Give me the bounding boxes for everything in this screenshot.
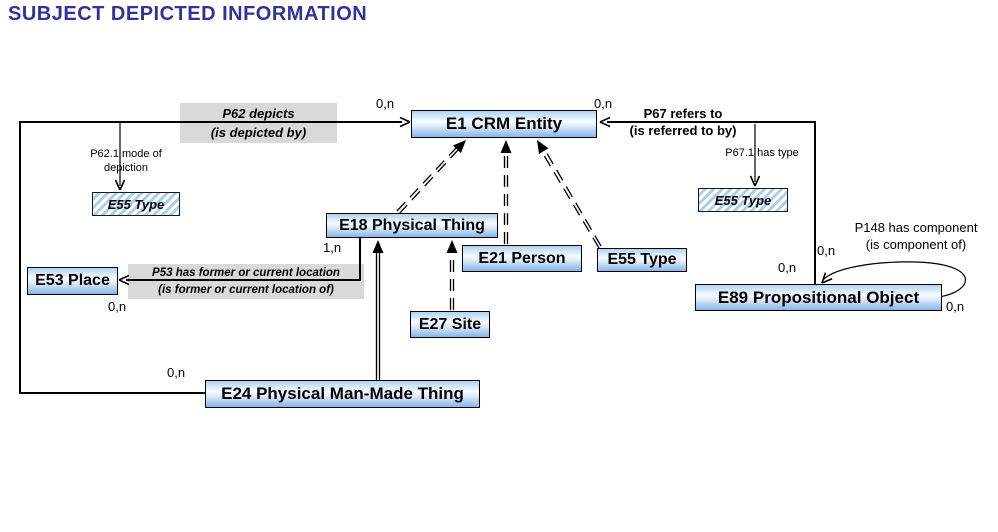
p53-property-label: P53 has former or current location (is f… bbox=[128, 264, 364, 299]
p62-inverse-text: (is depicted by) bbox=[210, 125, 307, 140]
node-e21-person: E21 Person bbox=[462, 245, 582, 272]
cardinality-p62-e1: 0,n bbox=[376, 96, 395, 111]
p67-arrowhead bbox=[599, 116, 611, 128]
p53-arrowhead bbox=[118, 274, 130, 286]
p148-arrowhead bbox=[821, 272, 833, 284]
p67-label-text: P67 refers to bbox=[643, 106, 723, 121]
p67-line bbox=[607, 121, 816, 284]
node-e55-type: E55 Type bbox=[597, 248, 687, 272]
p62-arrowhead bbox=[399, 116, 411, 128]
cardinality-p62-e24: 0,n bbox=[167, 365, 186, 380]
cardinality-p53-e53: 0,n bbox=[108, 299, 127, 314]
p67-property-label: P67 refers to (is referred to by) bbox=[603, 105, 763, 139]
isa-e18-e1-arrowhead bbox=[453, 140, 466, 154]
p62-1-label-line2: depiction bbox=[103, 162, 149, 174]
node-e1-crm-entity: E1 CRM Entity bbox=[411, 110, 597, 138]
p67-1-arrowhead bbox=[749, 175, 761, 187]
p53-inverse-text: (is former or current location of) bbox=[158, 283, 334, 296]
p148-label-text: P148 has component bbox=[854, 220, 978, 235]
node-e24-physical-man-made-thing: E24 Physical Man-Made Thing bbox=[205, 380, 480, 408]
isa-e27-e18-line bbox=[449, 246, 455, 310]
cardinality-p148-top: 0,n bbox=[817, 243, 836, 258]
p53-label-text: P53 has former or current location bbox=[152, 267, 340, 279]
node-e27-site: E27 Site bbox=[410, 311, 490, 338]
isa-e27-e18-arrowhead bbox=[446, 240, 458, 253]
isa-e21-e1-line bbox=[503, 146, 509, 244]
p148-loop-line bbox=[822, 261, 966, 298]
p67-1-property-label: P67.1 has type bbox=[725, 147, 799, 159]
isa-e21-e1-arrowhead bbox=[500, 140, 512, 153]
isa-e55-e1-arrowhead bbox=[537, 140, 549, 154]
p148-inverse-text: (is component of) bbox=[865, 237, 967, 252]
p148-property-label: P148 has component (is component of) bbox=[836, 219, 996, 253]
isa-e24-e18-line bbox=[375, 246, 381, 380]
page-title: SUBJECT DEPICTED INFORMATION bbox=[8, 3, 368, 25]
p67-inverse-text: (is referred to by) bbox=[629, 123, 737, 138]
node-e18-physical-thing: E18 Physical Thing bbox=[326, 213, 498, 238]
cardinality-p53-e18: 1,n bbox=[323, 240, 342, 255]
p62-label-text: P62 depicts bbox=[222, 106, 295, 121]
cardinality-p67-e89: 0,n bbox=[778, 260, 797, 275]
p62-1-label-line1: P62.1 mode of bbox=[90, 148, 162, 160]
p62-1-property-label: P62.1 mode of depiction bbox=[76, 147, 176, 175]
isa-e24-e18-arrowhead bbox=[372, 240, 384, 253]
cardinality-p148-bottom: 0,n bbox=[946, 299, 965, 314]
cardinality-p67-e1: 0,n bbox=[594, 96, 613, 111]
isa-e18-e1-line bbox=[396, 147, 459, 215]
node-e53-place: E53 Place bbox=[27, 267, 118, 295]
p62-1-arrowhead bbox=[114, 179, 126, 191]
p62-line bbox=[19, 121, 402, 394]
node-e55-type-instance-right: E55 Type bbox=[698, 188, 788, 212]
node-e55-type-instance-left: E55 Type bbox=[92, 192, 180, 216]
isa-e55-e1-line bbox=[541, 149, 602, 249]
p53-line bbox=[126, 238, 361, 281]
node-e89-propositional-object: E89 Propositional Object bbox=[695, 284, 942, 311]
